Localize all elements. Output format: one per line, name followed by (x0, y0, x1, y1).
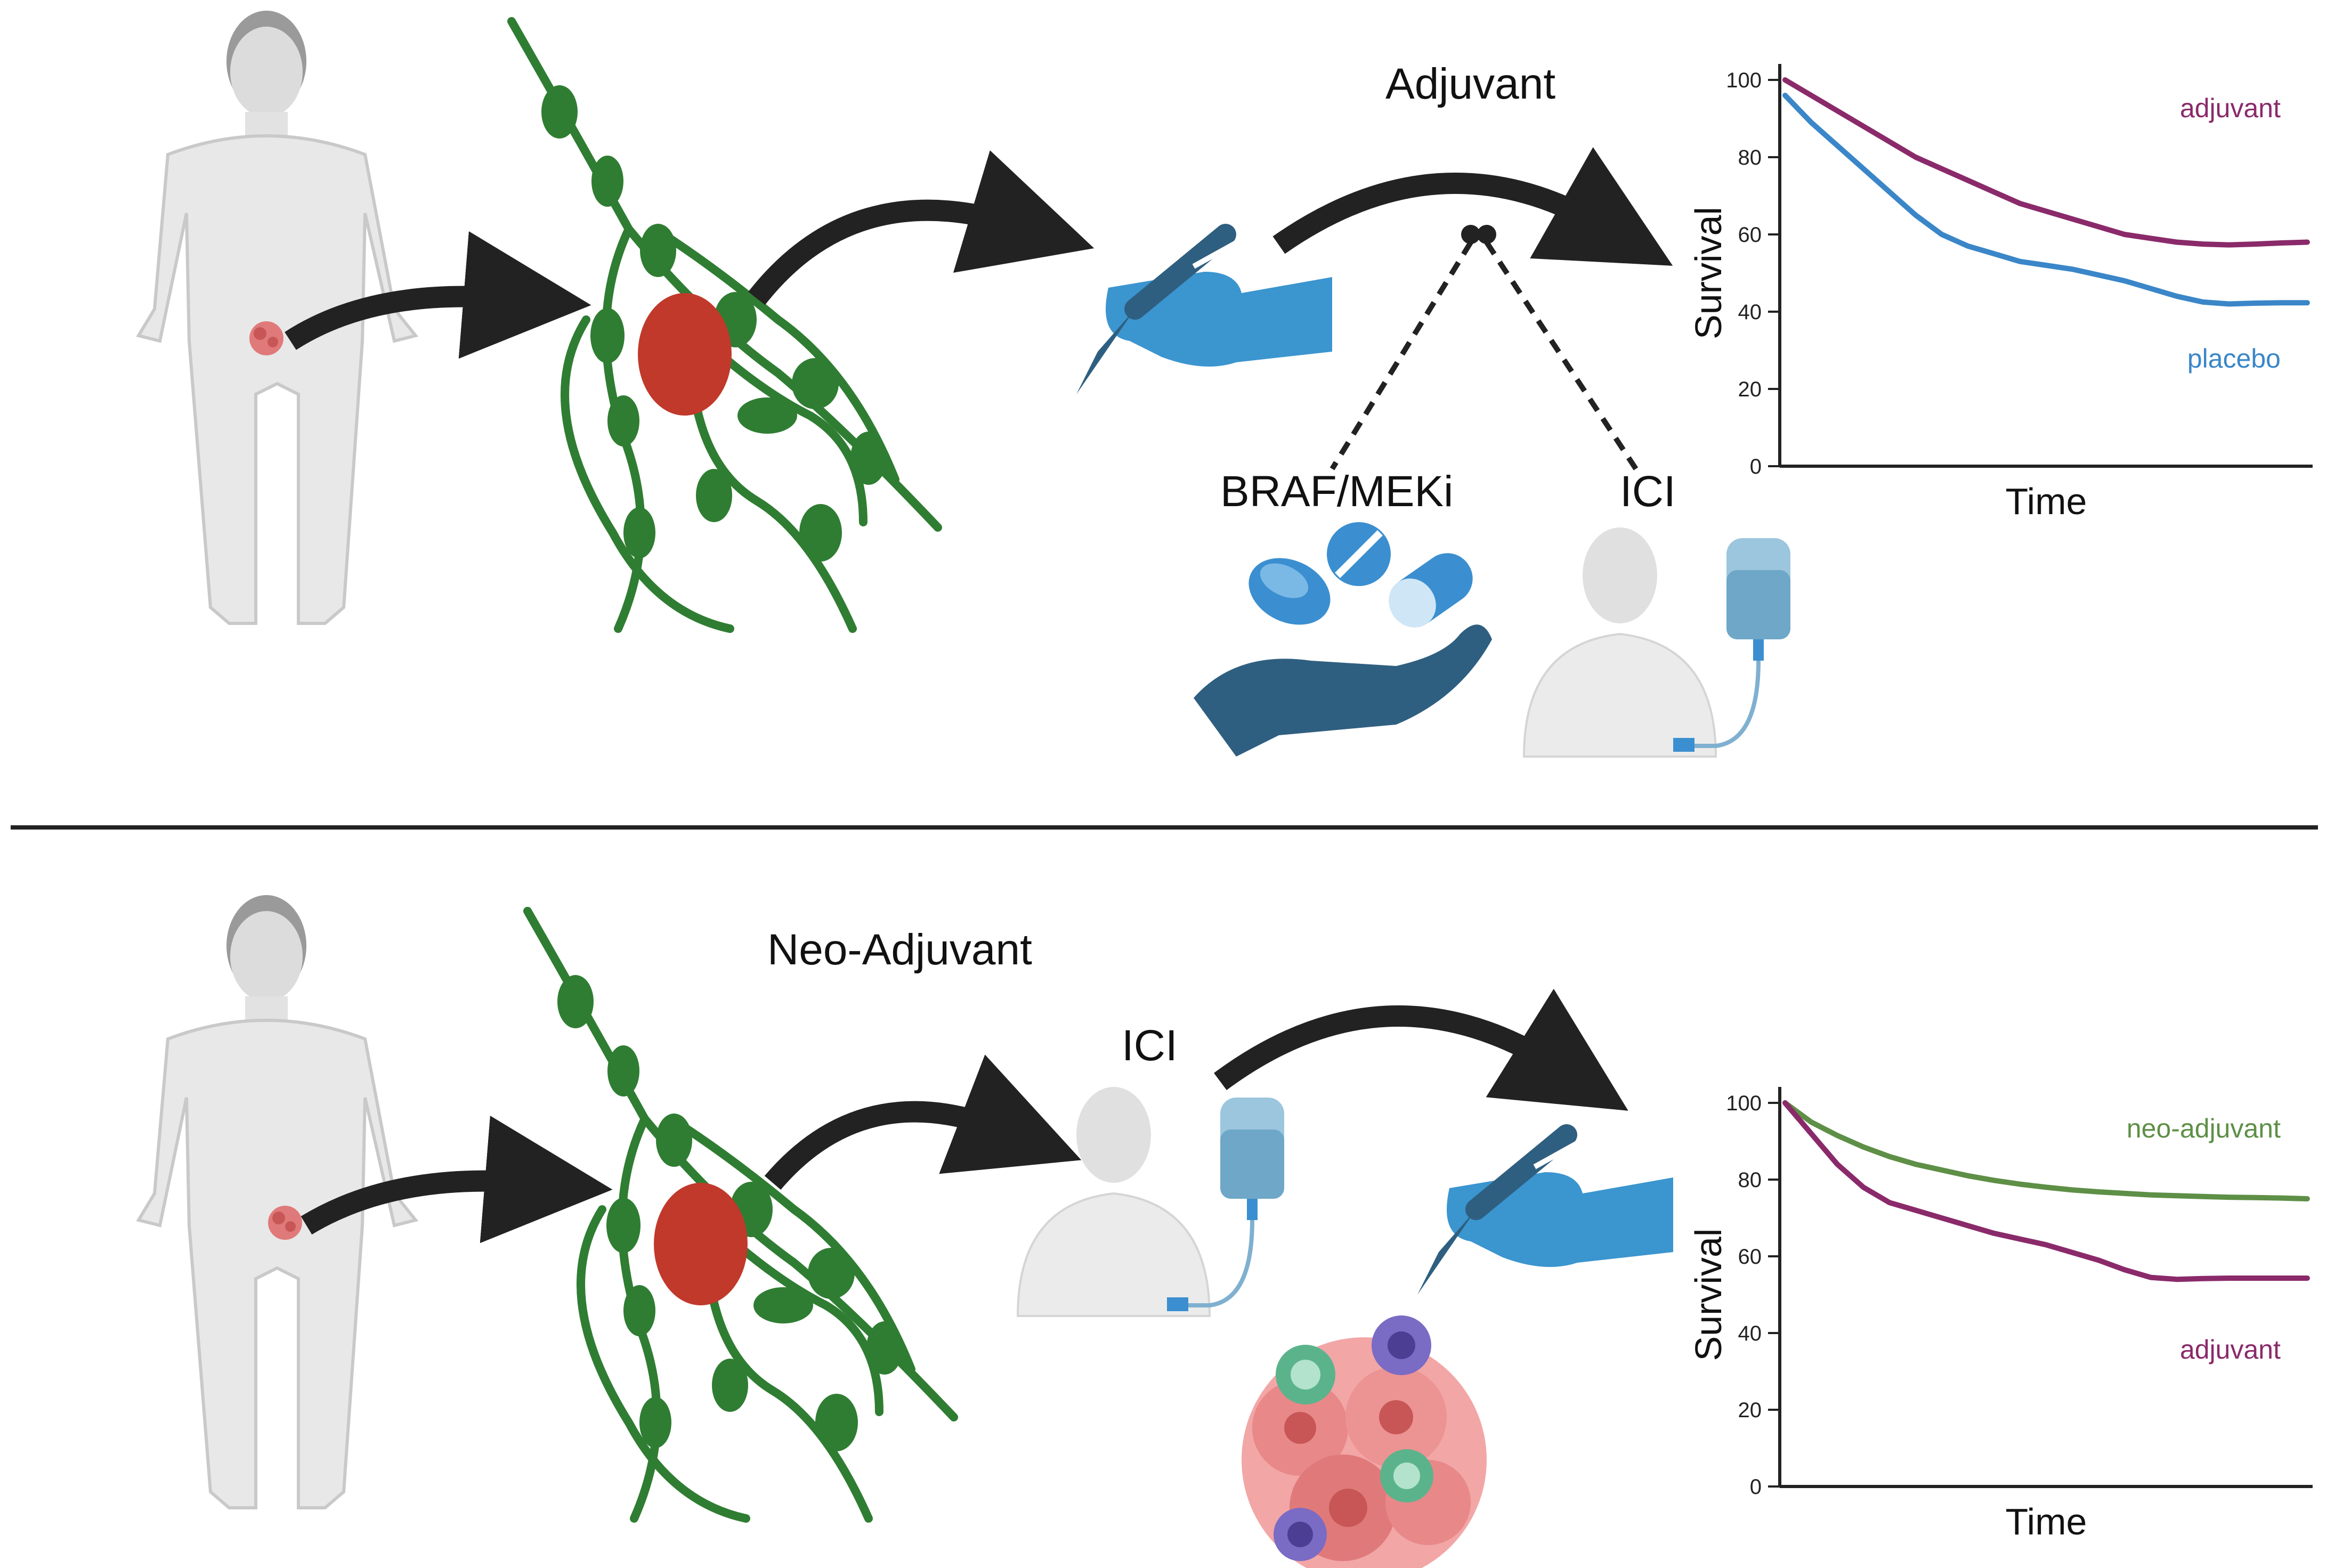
y-tick-label: 60 (1738, 1245, 1762, 1269)
arrow-body-to-lymph (301, 1116, 613, 1244)
tumor-immune-cells-icon (1242, 1315, 1487, 1568)
arrow-lymph-to-surgery (748, 150, 1094, 305)
lymph-node-icon (507, 17, 942, 633)
arrow-lymph-to-ici (764, 1054, 1082, 1190)
scalpel-hand-icon (1417, 1124, 1673, 1295)
ici-label-top: ICI (1620, 467, 1676, 516)
y-axis-title: Survival (1688, 1229, 1729, 1361)
series-label-adjuvant: adjuvant (2180, 93, 2281, 123)
y-tick-label: 80 (1738, 146, 1762, 169)
y-tick-label: 80 (1738, 1168, 1762, 1192)
x-axis-title: Time (2006, 481, 2087, 522)
scalpel-hand-icon (1076, 224, 1332, 394)
y-tick-label: 20 (1738, 378, 1762, 401)
treatment-branch (1329, 225, 1639, 470)
y-tick-label: 0 (1750, 455, 1762, 478)
lymph-node-icon (523, 907, 958, 1523)
y-tick-label: 0 (1750, 1475, 1762, 1499)
top-panel: Adjuvant BRAF/MEKi ICI (136, 11, 2313, 758)
arrow-surgery-to-outcome (1272, 147, 1673, 266)
series-line-adjuvant (1782, 77, 2310, 248)
y-axis-title: Survival (1688, 207, 1729, 339)
series-line-adjuvant (1782, 1100, 2310, 1282)
body-icon (136, 895, 419, 1509)
braf-meki-label: BRAF/MEKi (1220, 467, 1453, 516)
series-line-placebo (1782, 93, 2310, 307)
ici-label-bottom: ICI (1122, 1021, 1178, 1070)
pill-hand-icon (1194, 522, 1492, 757)
y-tick-label: 100 (1726, 1092, 1762, 1115)
series-line-neo-adjuvant (1782, 1100, 2310, 1201)
iv-infusion-icon (1522, 527, 1790, 758)
series-label-placebo: placebo (2187, 344, 2281, 373)
y-tick-label: 60 (1738, 223, 1762, 247)
y-tick-label: 40 (1738, 1322, 1762, 1345)
body-icon (136, 11, 419, 625)
tumor-lymph-node (638, 293, 732, 416)
series-label-neo-adjuvant: neo-adjuvant (2127, 1114, 2281, 1143)
tumor-lymph-node (654, 1183, 748, 1305)
y-tick-label: 100 (1726, 69, 1762, 92)
adjuvant-title: Adjuvant (1385, 60, 1555, 108)
neo-adjuvant-title: Neo-Adjuvant (767, 925, 1032, 974)
y-tick-label: 40 (1738, 300, 1762, 324)
arrow-ici-to-surgery (1214, 988, 1628, 1111)
y-tick-label: 20 (1738, 1399, 1762, 1422)
series-label-adjuvant: adjuvant (2180, 1335, 2281, 1364)
iv-infusion-icon (1016, 1087, 1284, 1317)
bottom-panel: Neo-Adjuvant ICI (136, 895, 2313, 1568)
x-axis-title: Time (2006, 1501, 2087, 1542)
arrow-body-to-lymph (285, 231, 591, 359)
